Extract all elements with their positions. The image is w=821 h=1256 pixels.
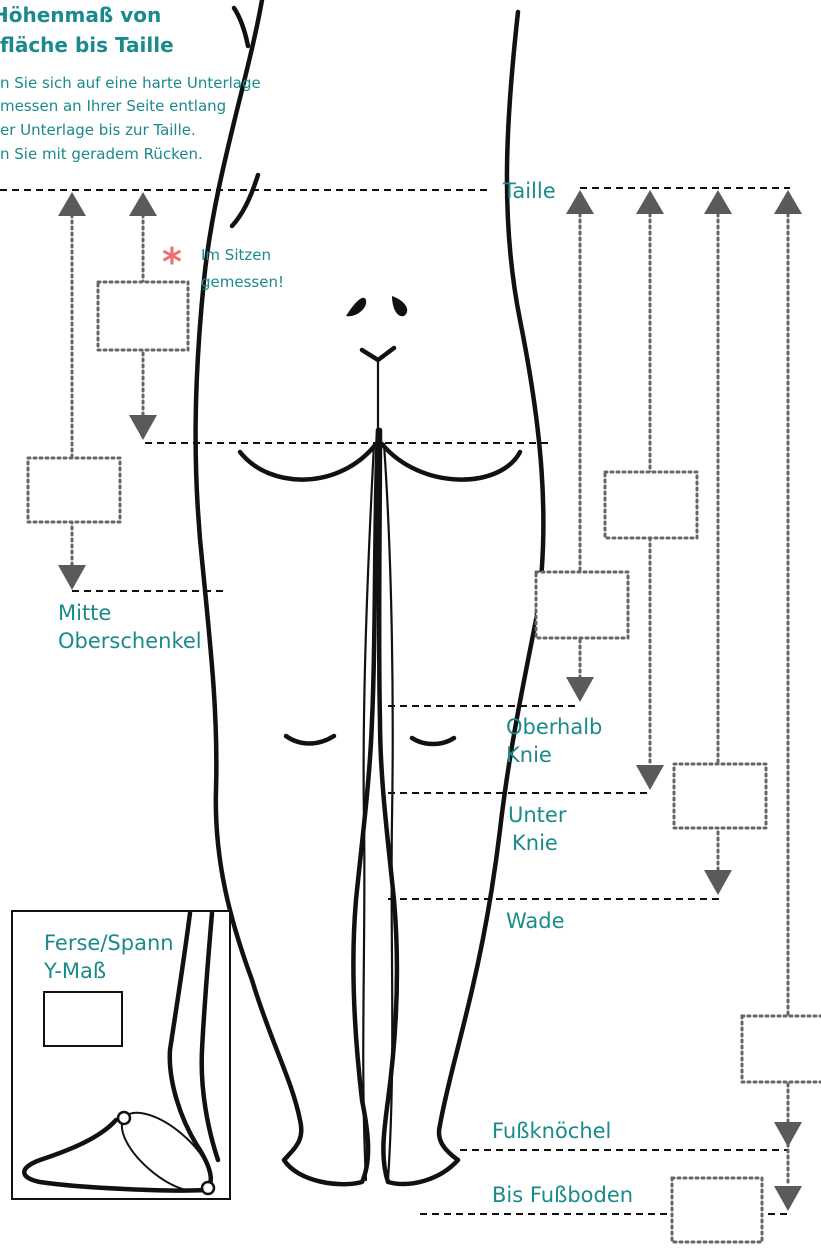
header: Höhenmaß von fläche bis Taille n Sie sic…: [0, 3, 261, 163]
label-taille: Taille: [502, 179, 556, 203]
cleft-top: [362, 348, 394, 360]
above-knee-arrow-down: [566, 677, 594, 702]
left-knee-crease: [286, 736, 334, 744]
note-line-2: gemessen!: [201, 273, 284, 291]
label-unter-2: Knie: [512, 831, 558, 855]
below-knee-entry-box[interactable]: [605, 472, 697, 538]
note-line-1: Im Sitzen: [201, 246, 271, 264]
label-wade: Wade: [506, 909, 565, 933]
inset-point-instep: [118, 1112, 130, 1124]
seat-arrow-up: [129, 192, 157, 216]
ankle-arrow-down: [774, 1122, 802, 1147]
right-gluteal-fold: [382, 444, 520, 480]
floor-arrow-down: [774, 1186, 802, 1211]
label-oberhalb-2: Knie: [506, 743, 552, 767]
asterisk-icon: *: [162, 240, 182, 284]
inset-point-heel: [202, 1182, 214, 1194]
floor-entry-box[interactable]: [672, 1178, 762, 1242]
right-knee-crease: [412, 738, 454, 744]
mid-thigh-arrow-down: [58, 565, 86, 590]
above-knee-arrow-up: [566, 190, 594, 214]
left-arm-lower: [232, 175, 258, 226]
body-outline: [196, 0, 544, 1184]
mid-thigh-arrow-up: [58, 192, 86, 216]
label-bis-fussboden: Bis Fußboden: [492, 1183, 633, 1207]
mid-thigh-entry-box[interactable]: [28, 458, 120, 522]
instruction-line-2: messen an Ihrer Seite entlang: [0, 97, 226, 115]
below-knee-arrow-down: [636, 765, 664, 790]
instruction-line-4: n Sie mit geradem Rücken.: [0, 145, 203, 163]
label-unter-1: Unter: [508, 803, 567, 827]
seat-entry-box[interactable]: [98, 282, 188, 350]
left-arm-line: [234, 8, 248, 46]
above-knee-entry-box[interactable]: [536, 572, 628, 638]
title-line-1: Höhenmaß von: [0, 3, 161, 27]
seat-arrow-down: [129, 415, 157, 440]
calf-arrow-down: [704, 870, 732, 895]
left-dimple: [346, 298, 366, 317]
right-dimple: [392, 296, 407, 316]
left-gluteal-fold: [240, 444, 376, 480]
inset-label-2: Y-Maß: [43, 959, 106, 983]
inner-left-line: [363, 444, 374, 1180]
inset-heel-instep: Ferse/Spann Y-Maß: [12, 911, 230, 1205]
seated-note: * Im Sitzen gemessen!: [162, 240, 284, 291]
label-mitte-2: Oberschenkel: [58, 629, 202, 653]
calf-entry-box[interactable]: [674, 764, 766, 828]
calf-arrow-up: [704, 190, 732, 214]
label-fussknoechel: Fußknöchel: [492, 1119, 611, 1143]
below-knee-arrow-up: [636, 190, 664, 214]
ankle-entry-box[interactable]: [742, 1016, 821, 1082]
instruction-line-1: n Sie sich auf eine harte Unterlage: [0, 74, 261, 92]
title-line-2: fläche bis Taille: [0, 33, 174, 57]
ankle-floor-arrow-up: [774, 190, 802, 214]
label-mitte-1: Mitte: [58, 601, 111, 625]
inset-label-1: Ferse/Spann: [44, 931, 174, 955]
instruction-line-3: er Unterlage bis zur Taille.: [0, 121, 196, 139]
label-oberhalb-1: Oberhalb: [506, 715, 602, 739]
